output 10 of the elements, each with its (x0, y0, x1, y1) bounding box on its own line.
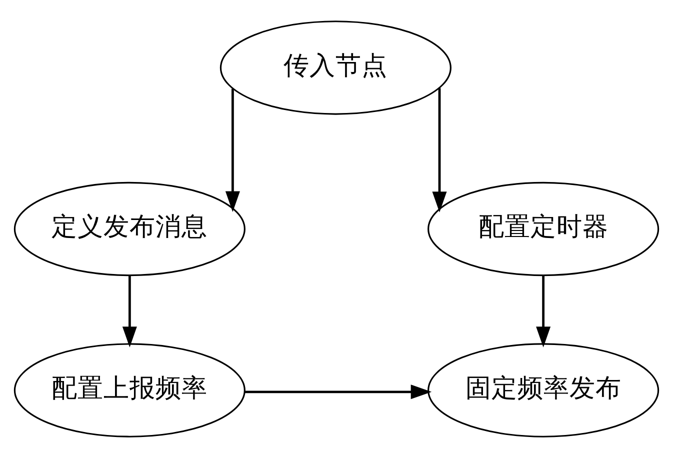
node-ellipse: 传入节点 (220, 20, 452, 114)
node-ellipse: 配置上报频率 (14, 342, 246, 437)
arrow (536, 275, 551, 347)
arrow (432, 88, 447, 212)
node-ellipse: 固定频率发布 (428, 342, 660, 437)
arrow (122, 275, 137, 347)
node-ellipse: 配置定时器 (428, 181, 660, 276)
arrow (225, 88, 240, 212)
arrow (244, 384, 432, 399)
node-ellipse: 定义发布消息 (14, 181, 246, 276)
